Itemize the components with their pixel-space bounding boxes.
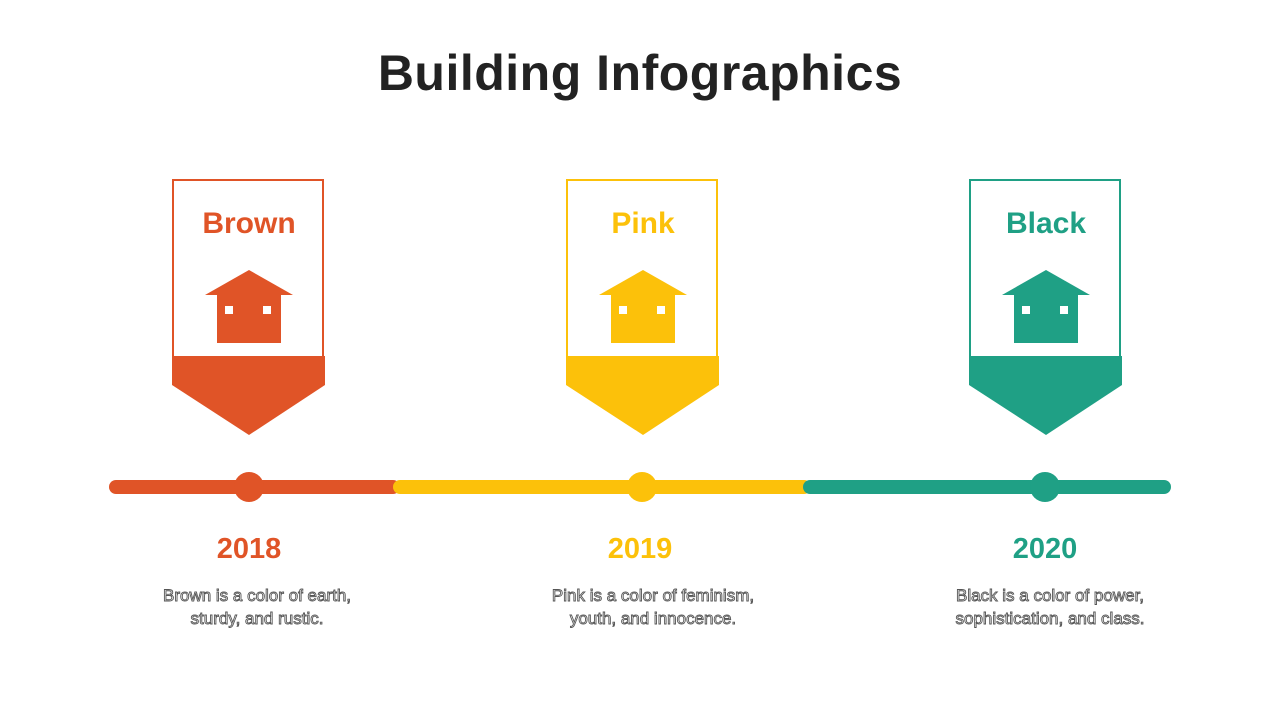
description-brown: Brown is a color of earth, sturdy, and r… bbox=[127, 584, 387, 630]
page-title: Building Infographics bbox=[377, 45, 903, 101]
description-black: Black is a color of power, sophisticatio… bbox=[920, 584, 1180, 630]
year-2018: 2018 bbox=[216, 533, 282, 565]
description-line: sophistication, and class. bbox=[955, 609, 1145, 629]
description-line: Pink is a color of feminism, bbox=[551, 586, 755, 606]
timeline-dot-2018 bbox=[234, 472, 264, 502]
timeline-dot-2020 bbox=[1030, 472, 1060, 502]
description-line: Brown is a color of earth, bbox=[162, 586, 352, 606]
card-label-black: Black bbox=[1005, 207, 1087, 240]
house-icon bbox=[599, 270, 687, 343]
card-label-pink: Pink bbox=[611, 207, 675, 240]
card-pink: Pink bbox=[566, 179, 720, 437]
house-icon bbox=[205, 270, 293, 343]
card-label-brown: Brown bbox=[202, 207, 296, 240]
year-2019: 2019 bbox=[607, 533, 673, 565]
card-brown: Brown bbox=[172, 179, 326, 437]
description-line: youth, and innocence. bbox=[569, 609, 737, 629]
description-line: Black is a color of power, bbox=[955, 586, 1145, 606]
year-2020: 2020 bbox=[1012, 533, 1078, 565]
house-icon bbox=[1002, 270, 1090, 343]
card-black: Black bbox=[969, 179, 1123, 437]
timeline-dot-2019 bbox=[627, 472, 657, 502]
description-pink: Pink is a color of feminism, youth, and … bbox=[523, 584, 783, 630]
description-line: sturdy, and rustic. bbox=[190, 609, 324, 629]
